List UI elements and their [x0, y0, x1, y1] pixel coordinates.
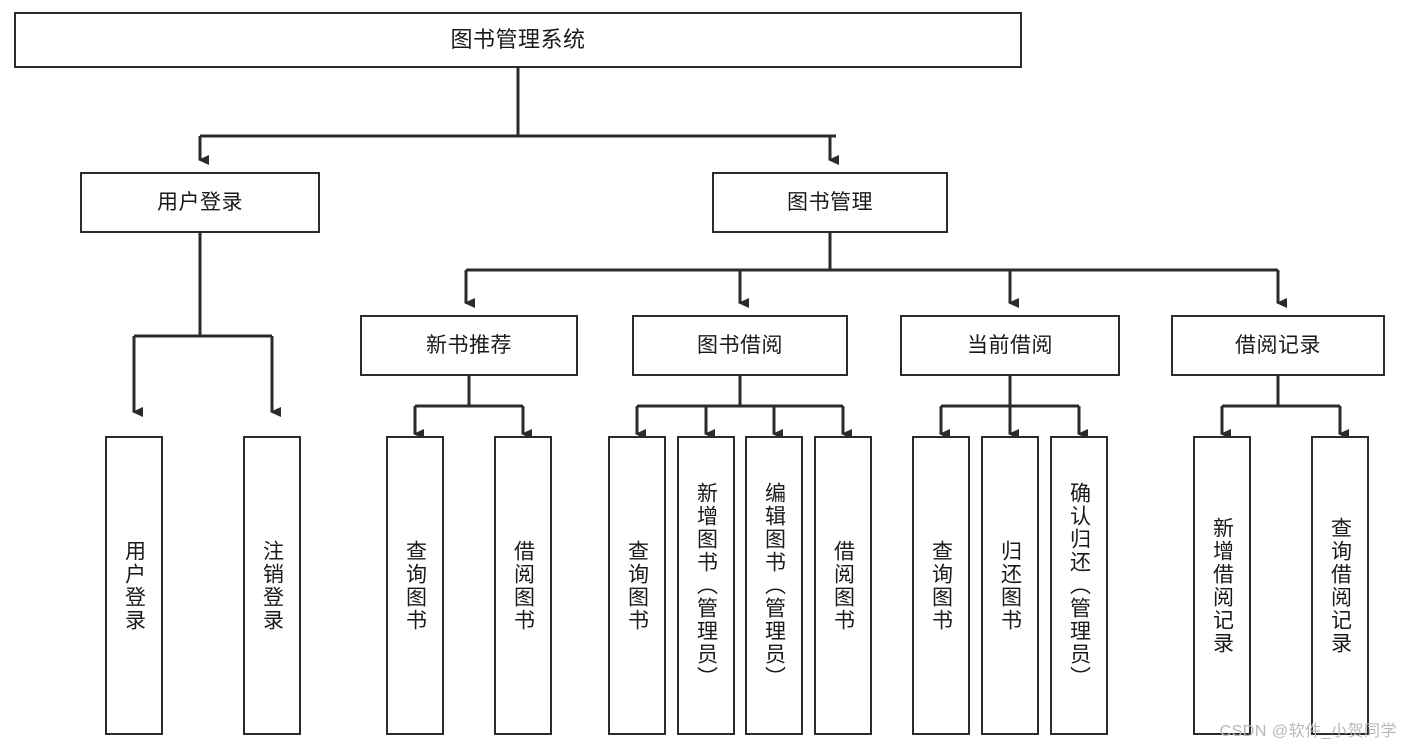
leaf-user-login-login-label: 用户登录 [122, 539, 146, 632]
leaf-borrow-record-query-label: 查询借阅记录 [1328, 516, 1352, 655]
leaf-book-borrow-edit-label: 编辑图书（管理员） [762, 482, 786, 689]
node-root[interactable]: 图书管理系统 [14, 12, 1022, 68]
node-current-borrow[interactable]: 当前借阅 [900, 315, 1120, 376]
leaf-user-login-logout[interactable]: 注销登录 [243, 436, 301, 735]
node-book-manage[interactable]: 图书管理 [712, 172, 948, 233]
node-borrow-record-label: 借阅记录 [1235, 333, 1321, 357]
leaf-borrow-record-add[interactable]: 新增借阅记录 [1193, 436, 1251, 735]
node-new-book-recommend-label: 新书推荐 [426, 333, 512, 357]
node-book-manage-label: 图书管理 [787, 190, 873, 214]
node-book-borrow-label: 图书借阅 [697, 333, 783, 357]
node-book-borrow[interactable]: 图书借阅 [632, 315, 848, 376]
leaf-current-borrow-confirm[interactable]: 确认归还（管理员） [1050, 436, 1108, 735]
leaf-book-borrow-add[interactable]: 新增图书（管理员） [677, 436, 735, 735]
leaf-new-book-borrow[interactable]: 借阅图书 [494, 436, 552, 735]
node-user-login-label: 用户登录 [157, 190, 243, 214]
leaf-new-book-borrow-label: 借阅图书 [511, 539, 535, 632]
leaf-book-borrow-borrow-label: 借阅图书 [831, 539, 855, 632]
leaf-book-borrow-edit[interactable]: 编辑图书（管理员） [745, 436, 803, 735]
leaf-current-borrow-query-label: 查询图书 [929, 539, 953, 632]
leaf-book-borrow-query[interactable]: 查询图书 [608, 436, 666, 735]
leaf-book-borrow-query-label: 查询图书 [625, 539, 649, 632]
leaf-user-login-login[interactable]: 用户登录 [105, 436, 163, 735]
leaf-current-borrow-return[interactable]: 归还图书 [981, 436, 1039, 735]
node-root-label: 图书管理系统 [450, 26, 586, 52]
leaf-borrow-record-query[interactable]: 查询借阅记录 [1311, 436, 1369, 735]
node-current-borrow-label: 当前借阅 [967, 333, 1053, 357]
leaf-current-borrow-return-label: 归还图书 [998, 539, 1022, 632]
leaf-book-borrow-borrow[interactable]: 借阅图书 [814, 436, 872, 735]
leaf-new-book-query-label: 查询图书 [403, 539, 427, 632]
node-user-login[interactable]: 用户登录 [80, 172, 320, 233]
leaf-current-borrow-confirm-label: 确认归还（管理员） [1067, 482, 1091, 689]
node-borrow-record[interactable]: 借阅记录 [1171, 315, 1385, 376]
leaf-borrow-record-add-label: 新增借阅记录 [1210, 516, 1234, 655]
leaf-user-login-logout-label: 注销登录 [260, 539, 284, 632]
leaf-new-book-query[interactable]: 查询图书 [386, 436, 444, 735]
node-new-book-recommend[interactable]: 新书推荐 [360, 315, 578, 376]
leaf-book-borrow-add-label: 新增图书（管理员） [694, 482, 718, 689]
leaf-current-borrow-query[interactable]: 查询图书 [912, 436, 970, 735]
